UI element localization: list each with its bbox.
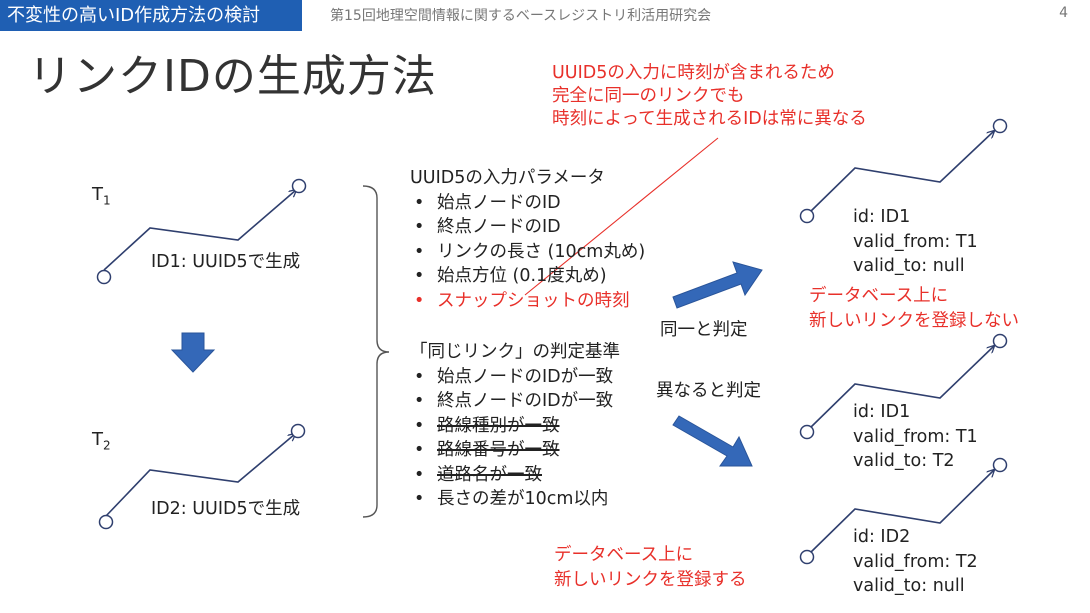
link-shape-t1 bbox=[96, 178, 307, 285]
link-shape-result-middle bbox=[799, 333, 1008, 440]
note-register: データベース上に 新しいリンクを登録する bbox=[554, 543, 747, 592]
criteria-item-struck: 路線番号が一致 bbox=[410, 438, 620, 463]
link-shape-result-top bbox=[799, 118, 1008, 224]
param-item: 始点方位 (0.1度丸め) bbox=[410, 264, 645, 289]
result-line: valid_to: T2 bbox=[853, 451, 955, 471]
params-block: UUID5の入力パラメータ 始点ノードのID 終点ノードのID リンクの長さ (… bbox=[410, 166, 645, 313]
note-line: データベース上に bbox=[809, 286, 949, 306]
t1-letter: T bbox=[92, 184, 103, 205]
param-item: 始点ノードのID bbox=[410, 191, 645, 216]
note-line: 完全に同一のリンクでも bbox=[552, 86, 745, 106]
header-title: 不変性の高いID作成方法の検討 bbox=[0, 0, 302, 31]
note-line: 時刻によって生成されるIDは常に異なる bbox=[552, 109, 867, 129]
result-bottom: id: ID2 valid_from: T2 valid_to: null bbox=[853, 525, 978, 599]
criteria-heading: 「同じリンク」の判定基準 bbox=[410, 342, 620, 362]
t2-subscript: 2 bbox=[103, 438, 111, 453]
criteria-item: 始点ノードのIDが一致 bbox=[410, 365, 620, 390]
criteria-item: 終点ノードのIDが一致 bbox=[410, 389, 620, 414]
page-title: リンクIDの生成方法 bbox=[28, 51, 437, 102]
brace-icon bbox=[362, 185, 390, 518]
same-judgement-label: 同一と判定 bbox=[660, 320, 748, 340]
result-line: valid_from: T1 bbox=[853, 426, 978, 447]
criteria-item-struck: 路線種別が一致 bbox=[410, 414, 620, 439]
note-line: データベース上に bbox=[554, 545, 694, 565]
note-line: 新しいリンクを登録しない bbox=[809, 310, 1019, 331]
result-line: valid_to: null bbox=[853, 256, 965, 276]
note-line: 新しいリンクを登録する bbox=[554, 569, 747, 590]
param-item: リンクの長さ (10cm丸め) bbox=[410, 240, 645, 265]
criteria-item: 長さの差が10cm以内 bbox=[410, 487, 620, 512]
result-line: valid_to: null bbox=[853, 576, 965, 596]
result-middle: id: ID1 valid_from: T1 valid_to: T2 bbox=[853, 400, 978, 474]
params-list: 始点ノードのID 終点ノードのID リンクの長さ (10cm丸め) 始点方位 (… bbox=[410, 191, 645, 314]
id1-label: ID1: UUID5で生成 bbox=[151, 252, 301, 272]
link-shape-t2 bbox=[98, 423, 306, 530]
result-line: id: ID1 bbox=[853, 207, 911, 227]
note-time-annotation: UUID5の入力に時刻が含まれるため 完全に同一のリンクでも 時刻によって生成さ… bbox=[552, 62, 867, 131]
different-arrow-icon bbox=[672, 415, 753, 467]
param-item-highlight: スナップショットの時刻 bbox=[410, 289, 645, 314]
t1-subscript: 1 bbox=[103, 193, 111, 208]
params-heading: UUID5の入力パラメータ bbox=[410, 168, 605, 188]
result-line: valid_from: T1 bbox=[853, 231, 978, 252]
criteria-block: 「同じリンク」の判定基準 始点ノードのIDが一致 終点ノードのIDが一致 路線種… bbox=[410, 340, 620, 512]
result-line: id: ID2 bbox=[853, 527, 911, 547]
result-line: id: ID1 bbox=[853, 402, 911, 422]
param-item: 終点ノードのID bbox=[410, 215, 645, 240]
note-no-register: データベース上に 新しいリンクを登録しない bbox=[809, 284, 1019, 333]
page-number: 4 bbox=[1059, 5, 1068, 21]
t2-label: T2 bbox=[92, 429, 111, 453]
t1-label: T1 bbox=[92, 184, 111, 208]
down-arrow-icon bbox=[170, 332, 216, 373]
note-line: UUID5の入力に時刻が含まれるため bbox=[552, 63, 835, 83]
different-judgement-label: 異なると判定 bbox=[656, 381, 761, 401]
id2-label: ID2: UUID5で生成 bbox=[151, 499, 301, 519]
link-shape-result-bottom bbox=[799, 457, 1008, 565]
header-subtitle: 第15回地理空間情報に関するベースレジストリ利活用研究会 bbox=[330, 8, 712, 24]
t2-letter: T bbox=[92, 429, 103, 450]
result-top: id: ID1 valid_from: T1 valid_to: null bbox=[853, 205, 978, 279]
result-line: valid_from: T2 bbox=[853, 551, 978, 572]
same-arrow-icon bbox=[672, 261, 763, 309]
criteria-list: 始点ノードのIDが一致 終点ノードのIDが一致 路線種別が一致 路線番号が一致 … bbox=[410, 365, 620, 512]
criteria-item-struck: 道路名が一致 bbox=[410, 463, 620, 488]
